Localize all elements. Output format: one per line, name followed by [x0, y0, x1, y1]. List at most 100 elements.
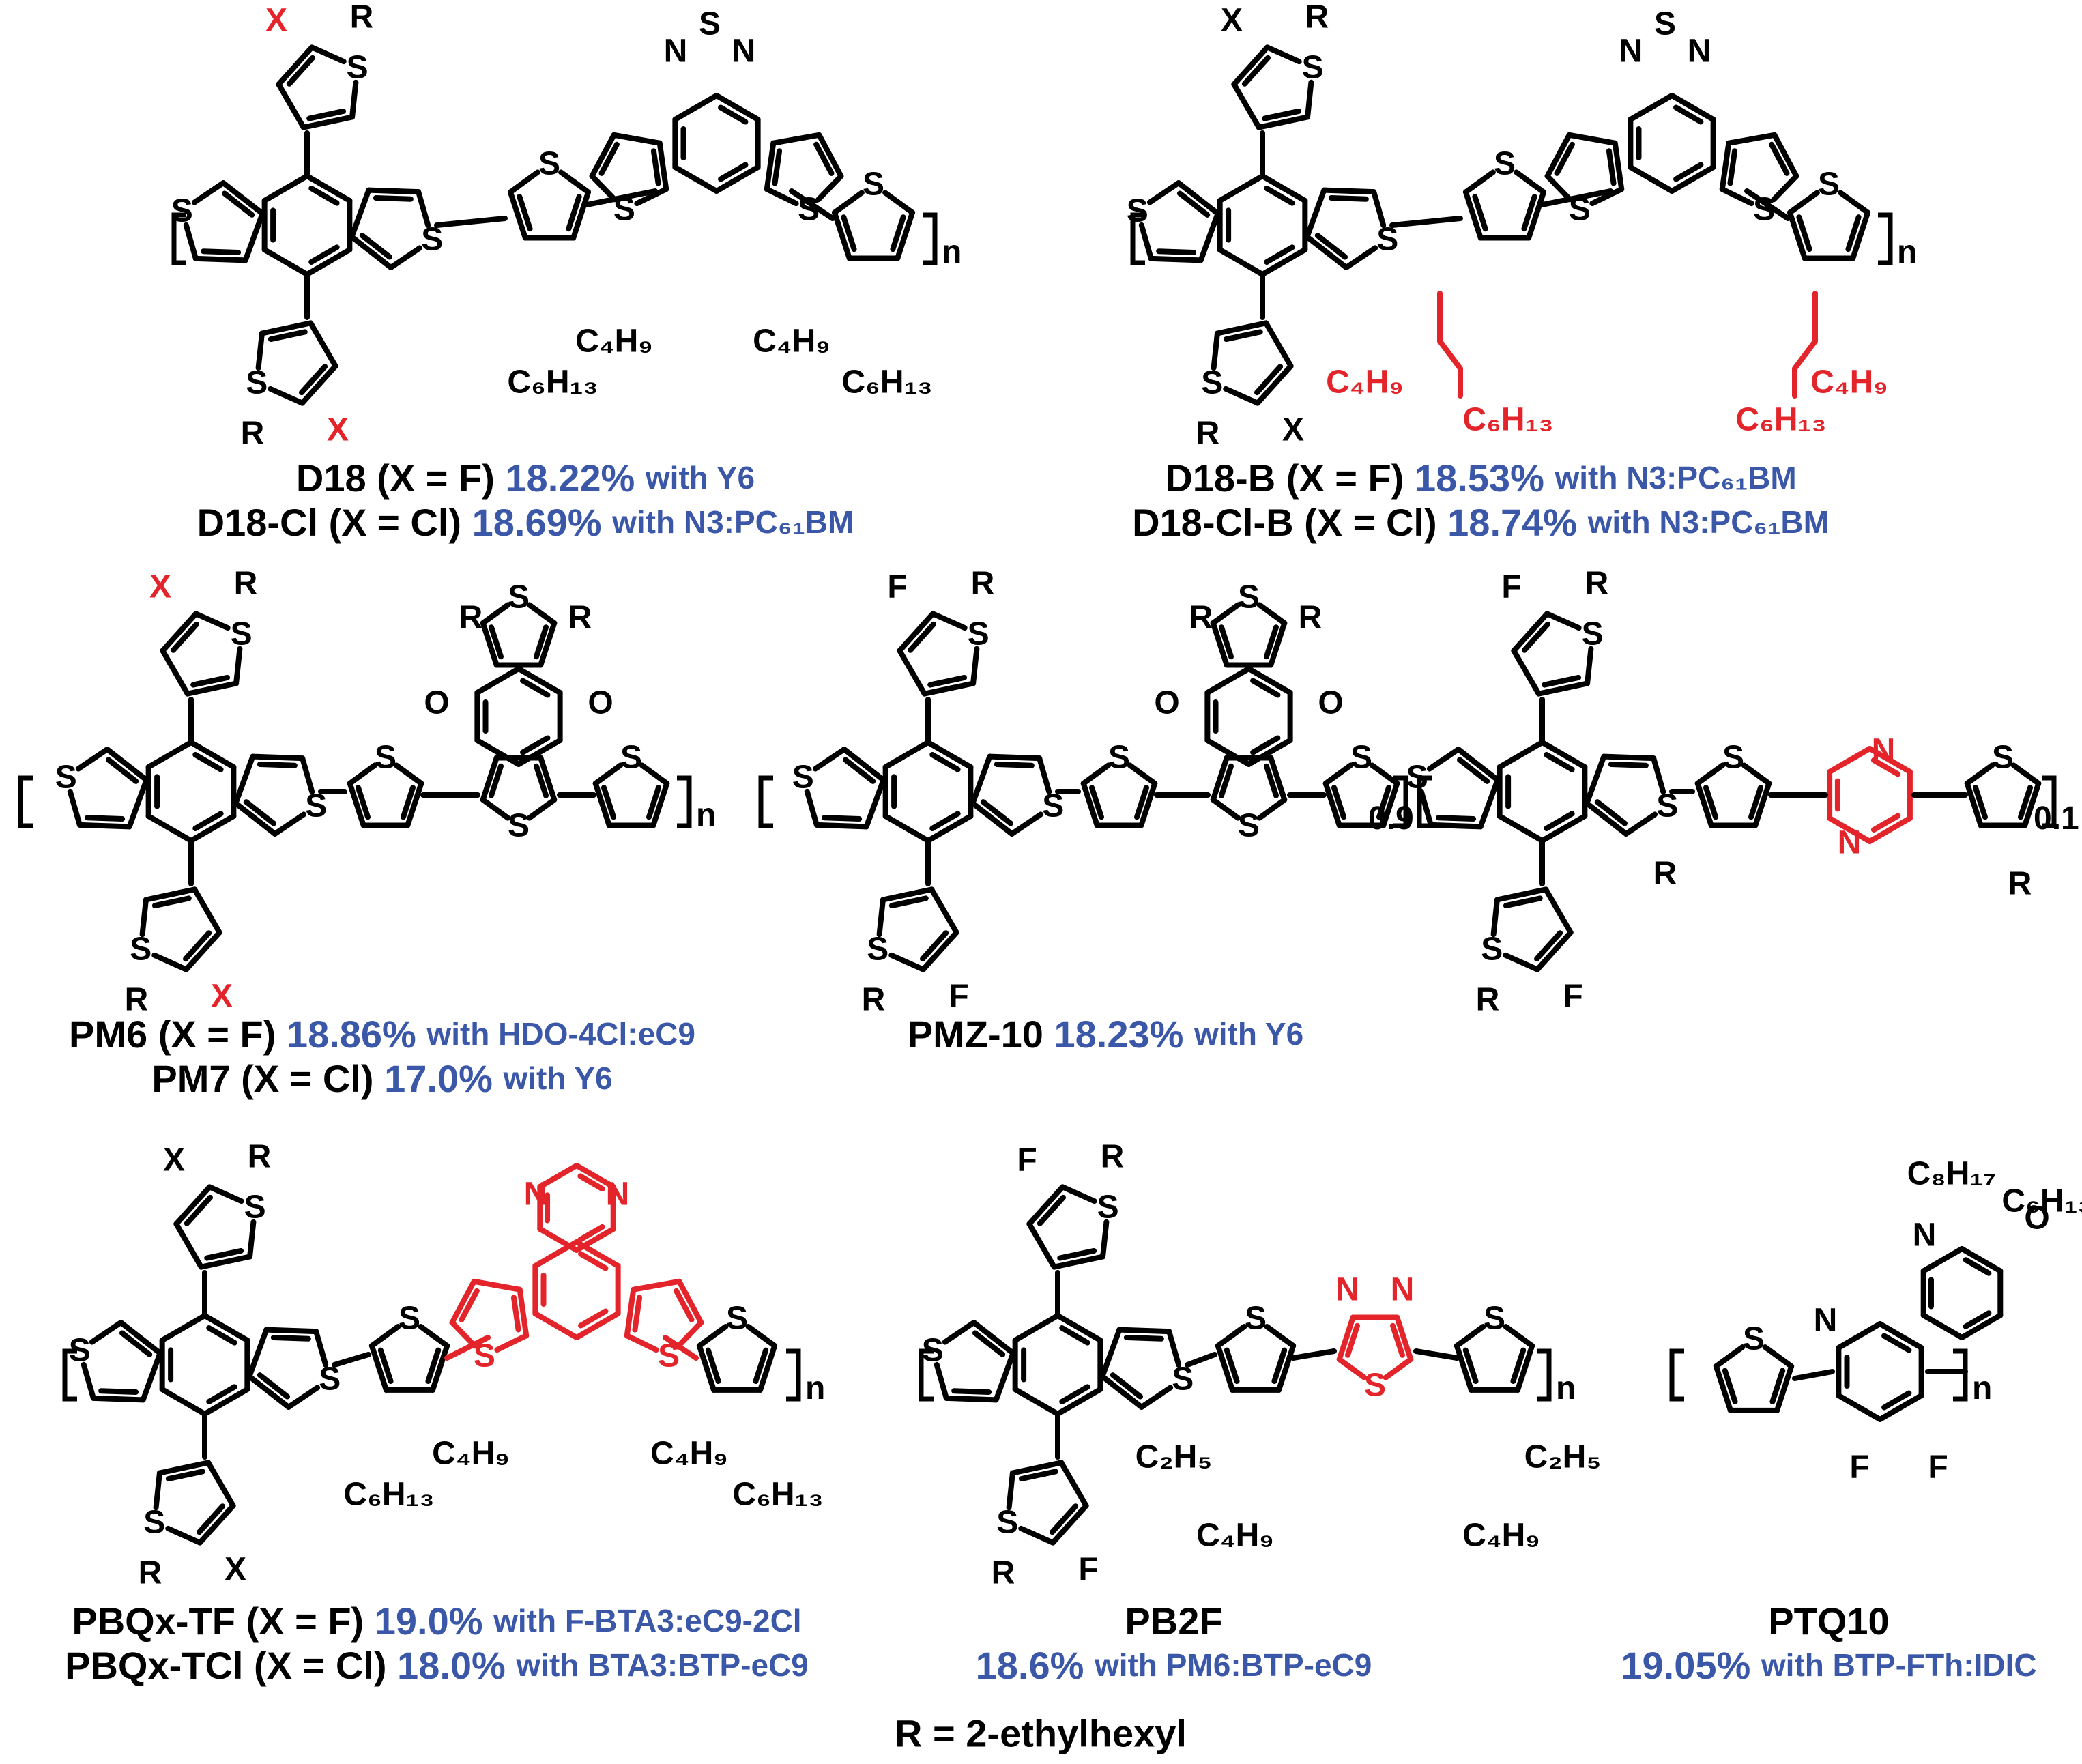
- thiophene-bond: [1383, 1356, 1414, 1380]
- thiophene-bond: [943, 1395, 999, 1403]
- atom-N: N: [606, 1176, 630, 1213]
- r-group: R: [248, 1139, 272, 1175]
- right-bracket: [1953, 1348, 1968, 1402]
- double-bond: [718, 162, 749, 182]
- thiophene-bond: [1322, 762, 1354, 787]
- sulfur-atom: S: [1406, 759, 1428, 795]
- thiophene-bond: [1694, 762, 1726, 787]
- left-bracket: [171, 212, 186, 265]
- benzene-bond: [1867, 746, 1913, 775]
- thiophene-bond: [970, 800, 1015, 837]
- thiophene-bond: [388, 245, 423, 270]
- double-bond: [907, 621, 936, 653]
- thiophene-bond: [1838, 190, 1871, 216]
- double-bond: [488, 763, 504, 798]
- sulfur-atom: S: [171, 192, 193, 229]
- r-group: R: [1305, 0, 1329, 35]
- double-bond: [286, 55, 315, 87]
- thiophene-bond: [804, 788, 820, 828]
- halogen-atom: X: [211, 979, 233, 1015]
- thiophene-bond: [1762, 1344, 1795, 1370]
- thiophene-bond: [831, 209, 852, 261]
- left-bracket: [62, 1348, 77, 1402]
- sulfur-atom: S: [143, 1505, 165, 1541]
- thiophene-bond: [449, 1320, 478, 1349]
- thiophene-bond: [1166, 1329, 1182, 1368]
- thiophene-bond: [1771, 173, 1799, 203]
- double-bond: [718, 104, 749, 125]
- sulfur-atom: S: [399, 1301, 420, 1337]
- double-bond: [517, 194, 533, 232]
- thiophene-bond: [841, 747, 886, 783]
- thiophene-bond: [184, 680, 240, 697]
- sulfur-atom: S: [792, 759, 814, 795]
- caption-line: D18 (X = F) 18.22% with Y6: [296, 457, 755, 500]
- double-bond: [520, 678, 551, 698]
- thiophene-bond: [1694, 781, 1714, 828]
- sulfur-atom: S: [508, 579, 530, 616]
- thiophene-bond: [1544, 132, 1572, 179]
- benzene-bond: [1669, 164, 1716, 194]
- double-bond: [204, 1247, 244, 1261]
- left-bracket: [758, 775, 773, 828]
- double-bond: [268, 329, 308, 343]
- left-bracket: [18, 775, 33, 828]
- thiophene-bond: [930, 611, 968, 631]
- thiophene-bond: [1256, 602, 1288, 626]
- double-bond: [822, 815, 863, 822]
- sulfur-atom: S: [55, 759, 77, 795]
- benzene-bond: [1204, 666, 1252, 695]
- double-bond: [184, 1194, 213, 1226]
- thiophene-bond: [449, 1278, 477, 1326]
- sulfur-atom: S: [1818, 167, 1840, 203]
- r-group: R: [1196, 416, 1220, 452]
- double-bond: [151, 895, 192, 909]
- thiophene-bond: [1589, 186, 1625, 207]
- thiophene-bond: [81, 1361, 96, 1401]
- acceptor-info: with Y6: [645, 460, 755, 495]
- r-group: R: [992, 1555, 1015, 1591]
- double-bond: [1769, 141, 1790, 176]
- halogen-atom: F: [1078, 1552, 1098, 1588]
- double-bond: [705, 1347, 721, 1385]
- thiophene-bond: [156, 1460, 212, 1476]
- double-bond: [85, 815, 126, 822]
- thiophene-bond: [538, 620, 558, 668]
- thiophene-bond: [696, 1343, 717, 1393]
- thiophene-bond: [89, 1320, 124, 1345]
- caption-line: PBQx-TCl (X = Cl) 18.0% with BTA3:BTP-eC…: [65, 1644, 809, 1687]
- sulfur-atom: S: [1172, 1361, 1194, 1398]
- thiophene-bond: [1543, 886, 1574, 936]
- thiophene-bond: [863, 777, 886, 830]
- acceptor-info: with F-BTA3:eC9-2Cl: [493, 1603, 802, 1638]
- double-bond: [1223, 329, 1263, 343]
- thiophene-bond: [368, 1343, 389, 1393]
- thiophene-bond: [192, 886, 222, 936]
- thiophene-bond: [1462, 189, 1484, 241]
- double-bond: [243, 799, 277, 826]
- double-bond: [170, 621, 199, 653]
- sulfur-atom: S: [1238, 808, 1260, 844]
- sulfur-atom: S: [1364, 1368, 1386, 1404]
- caption-line: PTQ10: [1768, 1600, 1889, 1643]
- thiophene-bond: [1176, 180, 1221, 216]
- double-bond: [308, 244, 340, 265]
- thiophene-bond: [812, 747, 848, 772]
- benzene-bond: [1217, 173, 1265, 203]
- caption-line: D18-Cl (X = Cl) 18.69% with N3:PC₆₁BM: [197, 501, 854, 544]
- thiophene-bond: [1263, 320, 1294, 369]
- left-bracket: [919, 1348, 934, 1402]
- thiophene-bond: [1215, 1343, 1235, 1393]
- thiophene-bond: [1009, 1460, 1065, 1476]
- thiophene-bond: [993, 1350, 1016, 1403]
- thiophene-bond: [1544, 611, 1582, 631]
- thiophene-bond: [308, 320, 338, 369]
- caption-line: 18.6% with PM6:BTP-eC9: [976, 1644, 1372, 1687]
- double-bond: [377, 1347, 394, 1385]
- repeat-subscript: n: [1972, 1370, 1992, 1406]
- double-bond: [355, 785, 371, 820]
- double-bond: [165, 1469, 205, 1482]
- benzene-bond: [1836, 1393, 1883, 1422]
- sulfur-atom: S: [1302, 50, 1324, 86]
